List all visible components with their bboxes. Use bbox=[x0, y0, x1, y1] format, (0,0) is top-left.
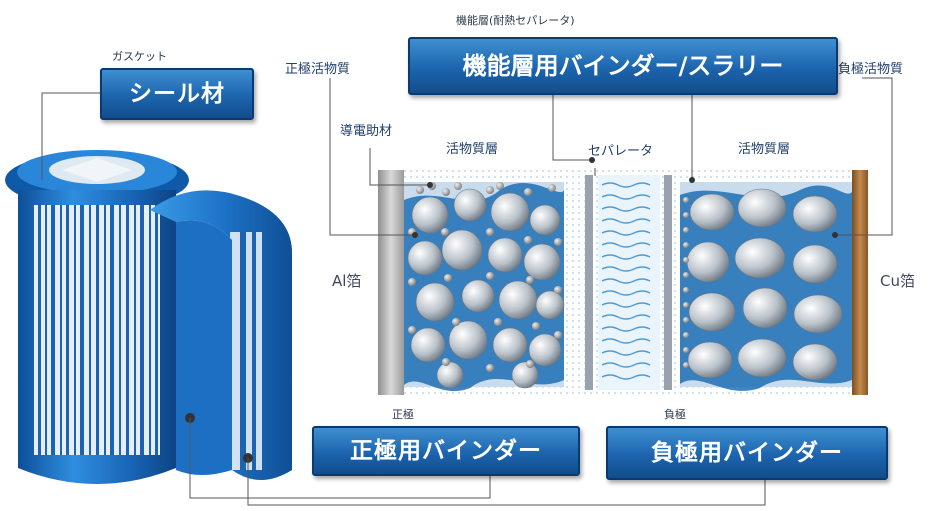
functional-binder-callout: 機能層用バインダー/スラリー bbox=[408, 37, 838, 95]
cathode-active-label: 正極活物質 bbox=[285, 62, 351, 77]
conductive-aid-label: 導電助材 bbox=[340, 124, 393, 139]
cu-foil bbox=[852, 170, 868, 395]
al-foil-label: Al箔 bbox=[332, 272, 362, 290]
anode-active-label: 負極活物質 bbox=[838, 62, 904, 77]
cathode-binder-callout: 正極用バインダー bbox=[312, 426, 580, 476]
cu-foil-label: Cu箔 bbox=[880, 272, 915, 290]
al-foil bbox=[378, 170, 404, 395]
separator-layer bbox=[585, 175, 672, 390]
functional-layer-label: 機能層(耐熱セパレータ) bbox=[456, 14, 575, 27]
active-layer-left-label: 活物質層 bbox=[446, 142, 499, 157]
anode-label: 負極 bbox=[664, 408, 686, 421]
leader-lines bbox=[41, 77, 893, 506]
gasket-label: ガスケット bbox=[112, 50, 167, 63]
anode-binder-callout: 負極用バインダー bbox=[606, 426, 888, 480]
battery-cutaway bbox=[5, 150, 292, 484]
electrode-roll bbox=[34, 205, 160, 455]
cathode-label: 正極 bbox=[392, 408, 414, 421]
anode-active-layer bbox=[680, 182, 852, 391]
active-layer-right-label: 活物質層 bbox=[738, 142, 791, 157]
seal-callout: シール材 bbox=[100, 68, 254, 120]
cell-cross-section bbox=[378, 170, 868, 395]
separator-label: セパレータ bbox=[588, 144, 654, 159]
cathode-active-layer bbox=[404, 182, 565, 392]
